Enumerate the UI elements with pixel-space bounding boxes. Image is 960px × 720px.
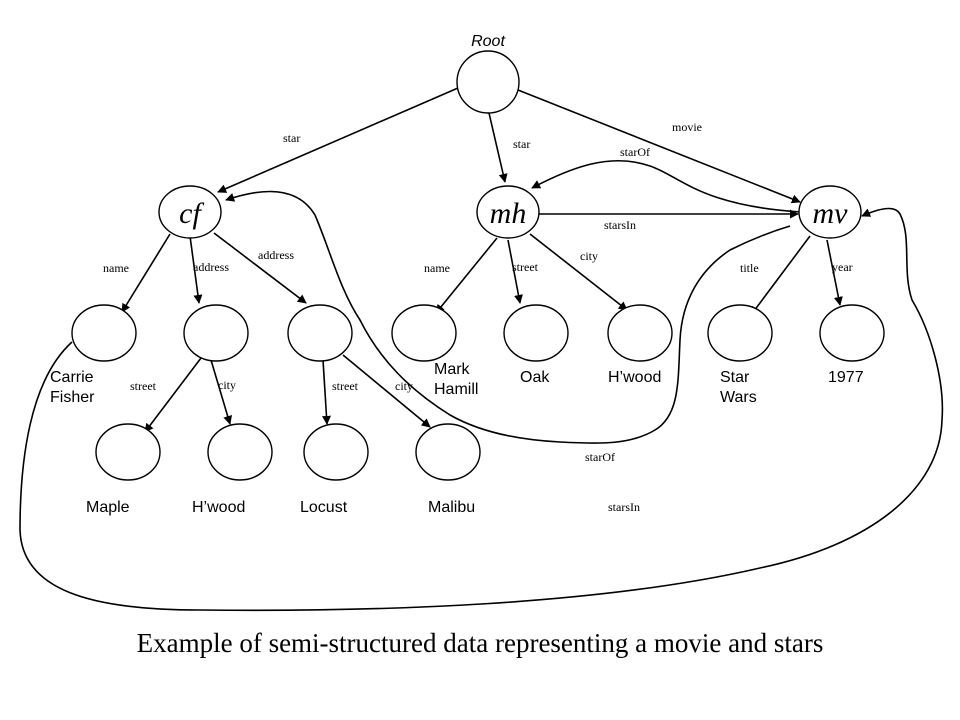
mark-hamill-line1: Mark [434,361,471,378]
locust-node [303,423,369,481]
malibu-node [415,423,481,481]
carrie-fisher-node [71,304,137,362]
edge-label-mv-year: year [832,260,853,274]
carrie-fisher-line1: Carrie [50,369,94,386]
locust-label: Locust [300,499,348,516]
edge-label-root-mv: movie [672,120,702,134]
hwood-cf-node [207,423,273,481]
mh-label: mh [490,197,527,230]
mv-node [798,185,862,239]
oak-label: Oak [520,369,550,386]
edge-root-cf [217,87,459,193]
edge-root-mv [517,89,801,204]
edge-addr1-city [210,359,233,425]
edge-label-mh-street: street [512,260,539,274]
oak-node [503,304,569,362]
cf-node [158,185,222,239]
edge-label-cf-address2: address [258,248,294,262]
edge-label-root-cf: star [283,131,300,145]
hwood-cf-label: H’wood [192,499,245,516]
edge-cf-starof-loop [225,190,791,444]
edge-label-addr1-city: city [218,378,236,392]
edge-mv-mh-starof [531,159,803,213]
mark-hamill-line2: Hamill [434,381,478,398]
edge-mh-city [529,233,628,311]
diagram-caption: Example of semi-structured data represen… [136,628,824,658]
year-node [819,304,885,362]
mark-hamill-label: Mark Hamill [434,361,478,398]
address1-node [183,304,249,362]
edge-label-addr2-street: street [332,379,359,393]
edge-label-cf-name: name [103,261,129,275]
address2-node [287,304,353,362]
edge-cf-address2 [213,232,307,304]
edge-cf-starsin-loop [19,207,944,612]
edge-cf-name [121,233,171,313]
edge-mh-name [435,237,498,314]
cf-label: cf [179,197,204,230]
edge-addr1-street [144,357,202,433]
edge-mv-year [826,239,843,306]
edge-addr2-city [342,354,431,428]
mh-node [476,185,540,239]
edge-label-mv-mh-starof: starOf [620,145,650,159]
star-wars-line1: Star [720,369,750,386]
edge-cf-address1 [189,235,203,304]
carrie-fisher-label: Carrie Fisher [50,369,98,406]
edge-label-mh-mv-starsin: starsIn [604,218,636,232]
edge-root-mh [488,112,508,183]
star-wars-label: Star Wars [720,369,757,406]
edge-addr2-street [322,359,331,425]
mark-hamill-node [391,304,457,362]
star-wars-line2: Wars [720,389,757,406]
hwood-mh-label: H’wood [608,369,661,386]
edge-mh-street [507,239,523,304]
edge-label-cf-address1: address [193,260,229,274]
malibu-label: Malibu [428,499,475,516]
maple-node [95,423,161,481]
edge-label-cf-starsin: starsIn [608,500,640,514]
root-label: Root [471,33,505,50]
root-node [456,50,520,114]
edge-label-mh-city: city [580,249,598,263]
maple-label: Maple [86,499,130,516]
star-wars-node [707,304,773,362]
hwood-mh-node [607,304,673,362]
edge-label-cf-starof: starOf [585,450,615,464]
edge-label-addr1-street: street [130,379,157,393]
edge-label-mv-title: title [740,261,759,275]
edge-label-addr2-city: city [395,379,413,393]
edge-label-root-mh: star [513,137,530,151]
edge-mv-title [750,235,811,316]
carrie-fisher-line2: Fisher [50,389,95,406]
edge-label-mh-name: name [424,261,450,275]
year-label: 1977 [828,369,864,386]
mv-label: mv [813,197,849,230]
